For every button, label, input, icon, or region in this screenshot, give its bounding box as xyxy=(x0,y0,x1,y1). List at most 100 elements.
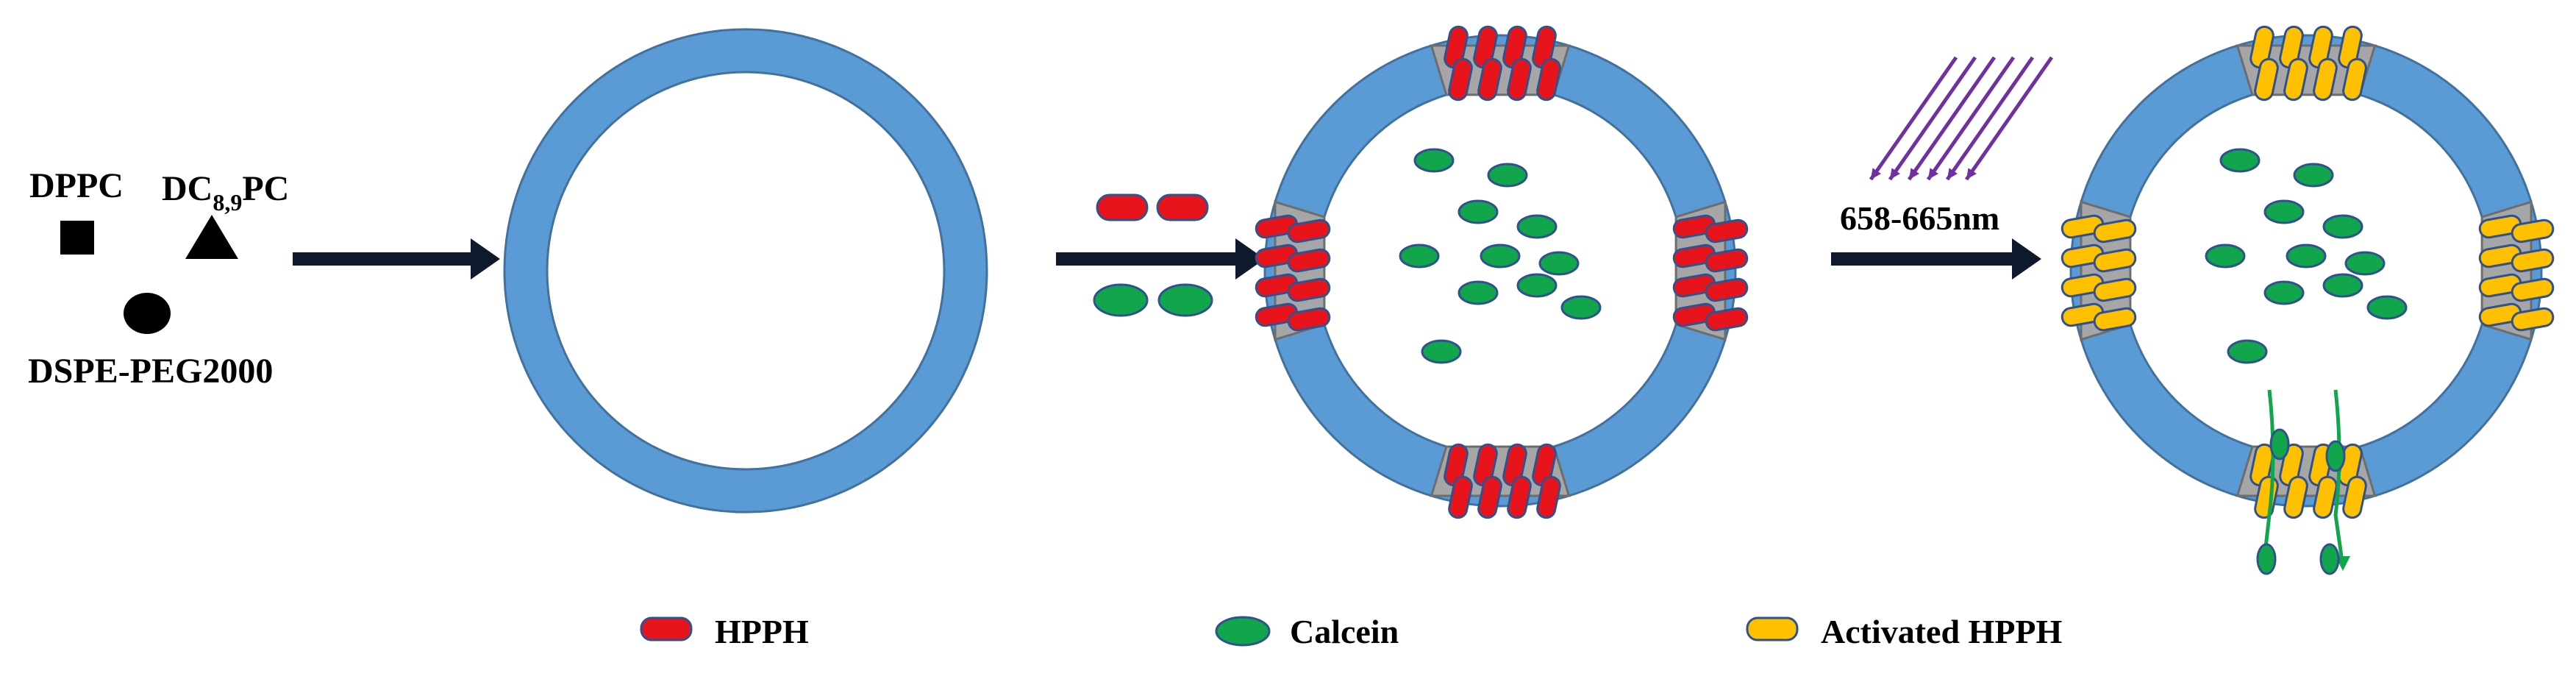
dc89pc-triangle-icon xyxy=(185,215,238,259)
hpph-molecule xyxy=(1705,248,1749,273)
laser-ray xyxy=(1945,56,2035,181)
hpph-molecule xyxy=(1705,218,1749,243)
activated-hpph-molecule xyxy=(2308,25,2333,69)
activated-hpph-molecule xyxy=(2093,218,2137,243)
calcein-molecule xyxy=(2366,295,2408,320)
hpph-molecule xyxy=(1255,243,1299,269)
hpph-molecule xyxy=(1672,214,1716,239)
laser-ray xyxy=(1926,56,2016,181)
activated-hpph-molecule xyxy=(2511,218,2555,243)
liposome-empty xyxy=(503,28,988,513)
hpph-molecule xyxy=(1502,443,1527,487)
calcein-molecule xyxy=(1413,148,1455,173)
activated-hpph-molecule xyxy=(2283,57,2308,102)
activated-hpph-molecule xyxy=(2342,57,2367,102)
activated-hpph-molecule xyxy=(2478,243,2522,269)
activated-hpph-molecule xyxy=(2254,57,2279,102)
liposome-loaded xyxy=(1255,25,1749,519)
hpph-molecule xyxy=(1672,273,1716,298)
hpph-molecule xyxy=(1255,273,1299,298)
dc-suffix: PC xyxy=(242,169,289,208)
laser-ray xyxy=(1888,56,1977,181)
release-path xyxy=(2261,389,2275,567)
calcein-molecule xyxy=(1458,199,1499,224)
calcein-molecule xyxy=(2322,273,2363,298)
laser-ray xyxy=(1907,56,1997,181)
hpph-molecule xyxy=(1672,243,1716,269)
activated-hpph-molecule xyxy=(2342,475,2367,519)
hpph-molecule xyxy=(1532,443,1557,487)
laser-irradiation xyxy=(1869,56,2054,181)
activated-hpph-molecule xyxy=(2338,25,2363,69)
calcein-molecule xyxy=(2263,199,2305,224)
hpph-molecule xyxy=(1507,57,1532,102)
calcein-molecule xyxy=(1480,243,1521,269)
laser-ray xyxy=(1869,56,1958,181)
hpph-molecule xyxy=(1536,475,1561,519)
released-calcein xyxy=(2319,543,2340,575)
activated-hpph-molecule xyxy=(2313,475,2338,519)
laser-ray xyxy=(1964,56,2054,181)
arrow-shaft xyxy=(1831,252,2013,266)
legend-calcein-swatch xyxy=(1215,616,1271,647)
calcein-molecule xyxy=(1421,339,1462,364)
dc-subscript: 8,9 xyxy=(213,189,242,216)
hpph-molecule xyxy=(1255,302,1299,327)
process-arrows xyxy=(293,238,2041,280)
legend-calcein-label: Calcein xyxy=(1290,613,1399,650)
activated-hpph-molecule xyxy=(2061,273,2105,298)
laser-arrow-head xyxy=(1966,168,1977,179)
hpph-molecule xyxy=(1507,475,1532,519)
calcein-molecule xyxy=(1560,295,1602,320)
activated-hpph-molecule xyxy=(2093,248,2137,273)
laser-arrow-head xyxy=(1909,168,1919,179)
arrow-head xyxy=(1235,238,1265,280)
activated-hpph-molecule xyxy=(2511,277,2555,302)
hpph-molecule xyxy=(1477,57,1502,102)
legend-activated-swatch xyxy=(1746,616,1799,641)
hpph-molecule xyxy=(1448,475,1473,519)
arrow-head xyxy=(2012,238,2041,280)
activated-hpph-molecule xyxy=(2061,214,2105,239)
hpph-molecule xyxy=(1448,57,1473,102)
calcein-molecule xyxy=(1516,273,1558,298)
hpph-molecule xyxy=(1705,277,1749,302)
hpph-molecule xyxy=(1473,25,1498,69)
calcein-molecule xyxy=(1516,214,1558,239)
activated-hpph-molecule xyxy=(2478,214,2522,239)
activated-hpph-molecule xyxy=(2511,248,2555,273)
label-dppc: DPPC xyxy=(29,166,124,205)
hpph-molecule xyxy=(1287,218,1331,243)
activated-hpph-molecule xyxy=(2313,57,2338,102)
membrane-ring xyxy=(2069,34,2543,508)
hpph-molecule xyxy=(1255,214,1299,239)
activated-hpph-molecule xyxy=(2093,307,2137,332)
activated-hpph-molecule xyxy=(2061,243,2105,269)
activated-hpph-molecule xyxy=(2279,25,2304,69)
calcein-molecule xyxy=(2293,163,2334,188)
legend-hpph-swatch xyxy=(640,616,693,641)
arrow-shaft xyxy=(293,252,472,266)
activated-hpph-molecule xyxy=(2249,443,2274,487)
hpph-molecule xyxy=(1672,302,1716,327)
hpph-molecule xyxy=(1536,57,1561,102)
laser-arrow-head xyxy=(1871,168,1881,179)
hpph-molecule xyxy=(1477,475,1502,519)
calcein-molecule xyxy=(2205,243,2246,269)
calcein-molecule xyxy=(2263,280,2305,305)
activated-hpph-molecule xyxy=(2478,273,2522,298)
laser-arrow-head xyxy=(1928,168,1938,179)
hpph-molecule xyxy=(1096,193,1149,221)
activated-hpph-molecule xyxy=(2249,25,2274,69)
calcein-molecule xyxy=(1157,283,1213,317)
dc-prefix: DC xyxy=(162,169,213,208)
hpph-molecule xyxy=(1156,193,1209,221)
calcein-molecule xyxy=(1487,163,1528,188)
calcein-molecule xyxy=(1093,283,1149,317)
hpph-molecule xyxy=(1287,277,1331,302)
arrow-shaft xyxy=(1056,252,1237,266)
activated-hpph-molecule xyxy=(2478,302,2522,327)
calcein-molecule xyxy=(2322,214,2363,239)
legend-hpph-label: HPPH xyxy=(715,613,809,650)
